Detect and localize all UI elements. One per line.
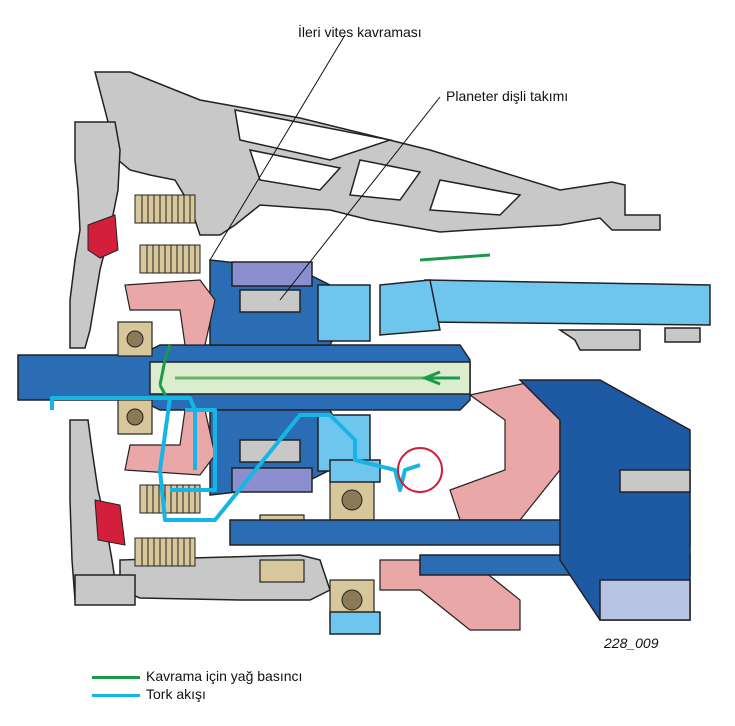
legend-torque-swatch xyxy=(92,694,140,697)
housing-upper xyxy=(69,71,701,351)
legend-oil-swatch xyxy=(92,676,140,679)
label-planetary-set: Planeter dişli takımı xyxy=(446,88,569,104)
bearing-balls xyxy=(126,330,363,611)
legend-row-oil: Kavrama için yağ basıncı xyxy=(146,668,302,684)
pistons-pink xyxy=(124,279,561,631)
legend-oil-label: Kavrama için yağ basıncı xyxy=(146,668,303,684)
clutch-plate-lines xyxy=(141,195,196,566)
label-forward-clutch: İleri vites kavraması xyxy=(298,24,422,40)
legend-row-torque: Tork akışı xyxy=(146,686,206,702)
oil-pressure-path xyxy=(158,253,491,401)
input-shaft xyxy=(17,344,471,411)
output-shaft-upper xyxy=(379,279,711,336)
torque-flow-path xyxy=(50,396,421,522)
lower-shafts xyxy=(229,379,691,635)
planetary-upper xyxy=(209,259,371,346)
torque-flow-focus-circle xyxy=(397,447,443,493)
red-seals xyxy=(87,214,126,546)
leader-lines xyxy=(209,34,441,301)
legend-torque-label: Tork akışı xyxy=(146,686,206,702)
planetary-lower xyxy=(209,409,371,496)
figure-id: 228_009 xyxy=(604,635,659,651)
